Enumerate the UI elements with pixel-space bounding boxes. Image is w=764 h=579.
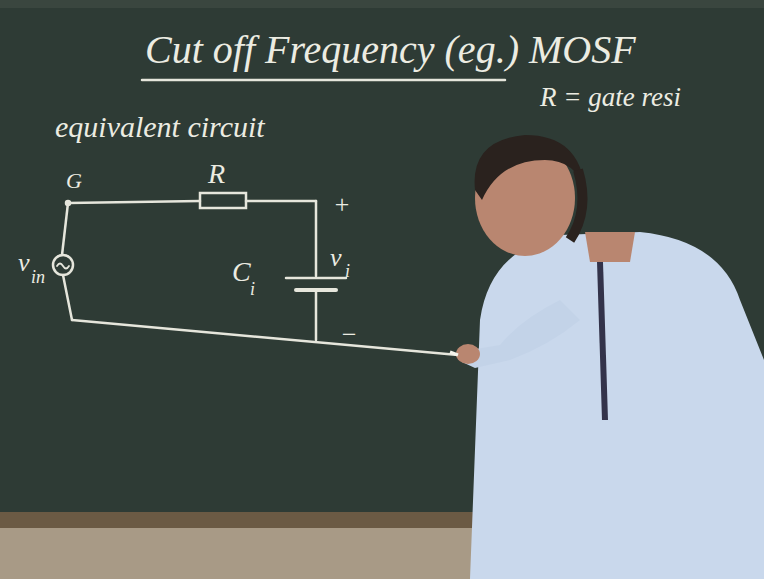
voltage-name: v (330, 245, 342, 271)
hand (456, 344, 480, 364)
wire (62, 203, 68, 255)
hair (475, 135, 585, 200)
tie (600, 262, 605, 420)
resistor-symbol (200, 193, 246, 208)
capacitor-plate (286, 277, 346, 280)
resistor-label: R (208, 160, 225, 188)
arm (462, 300, 580, 368)
shirt (470, 232, 764, 579)
wire (315, 201, 318, 276)
title-underline (142, 79, 505, 82)
circuit-drawing (53, 80, 505, 355)
lecturer (450, 135, 764, 579)
wire (72, 320, 458, 355)
source-symbol (53, 255, 73, 275)
hair-back (570, 170, 583, 240)
board-title: Cut off Frequency (eg.) MOSF (145, 30, 636, 70)
voltage-subscript: i (345, 262, 350, 280)
signal-name: v (18, 250, 30, 276)
capacitor-subscript: i (250, 280, 255, 298)
signal-subscript: in (31, 268, 45, 286)
polarity-sign: + (333, 192, 351, 218)
wire (315, 292, 318, 340)
source-sine (57, 264, 69, 269)
gate-terminal (66, 201, 70, 205)
board-edge (0, 0, 764, 8)
gate-label: G (66, 170, 82, 192)
wire (63, 275, 72, 320)
chalk-piece (450, 352, 458, 355)
capacitor-label: C (232, 258, 251, 286)
subheading: equivalent circuit (55, 112, 265, 142)
note: R = gate resi (540, 84, 681, 111)
wire (246, 200, 316, 203)
neck (585, 232, 635, 262)
wire (68, 201, 200, 203)
polarity-sign: − (340, 322, 358, 348)
